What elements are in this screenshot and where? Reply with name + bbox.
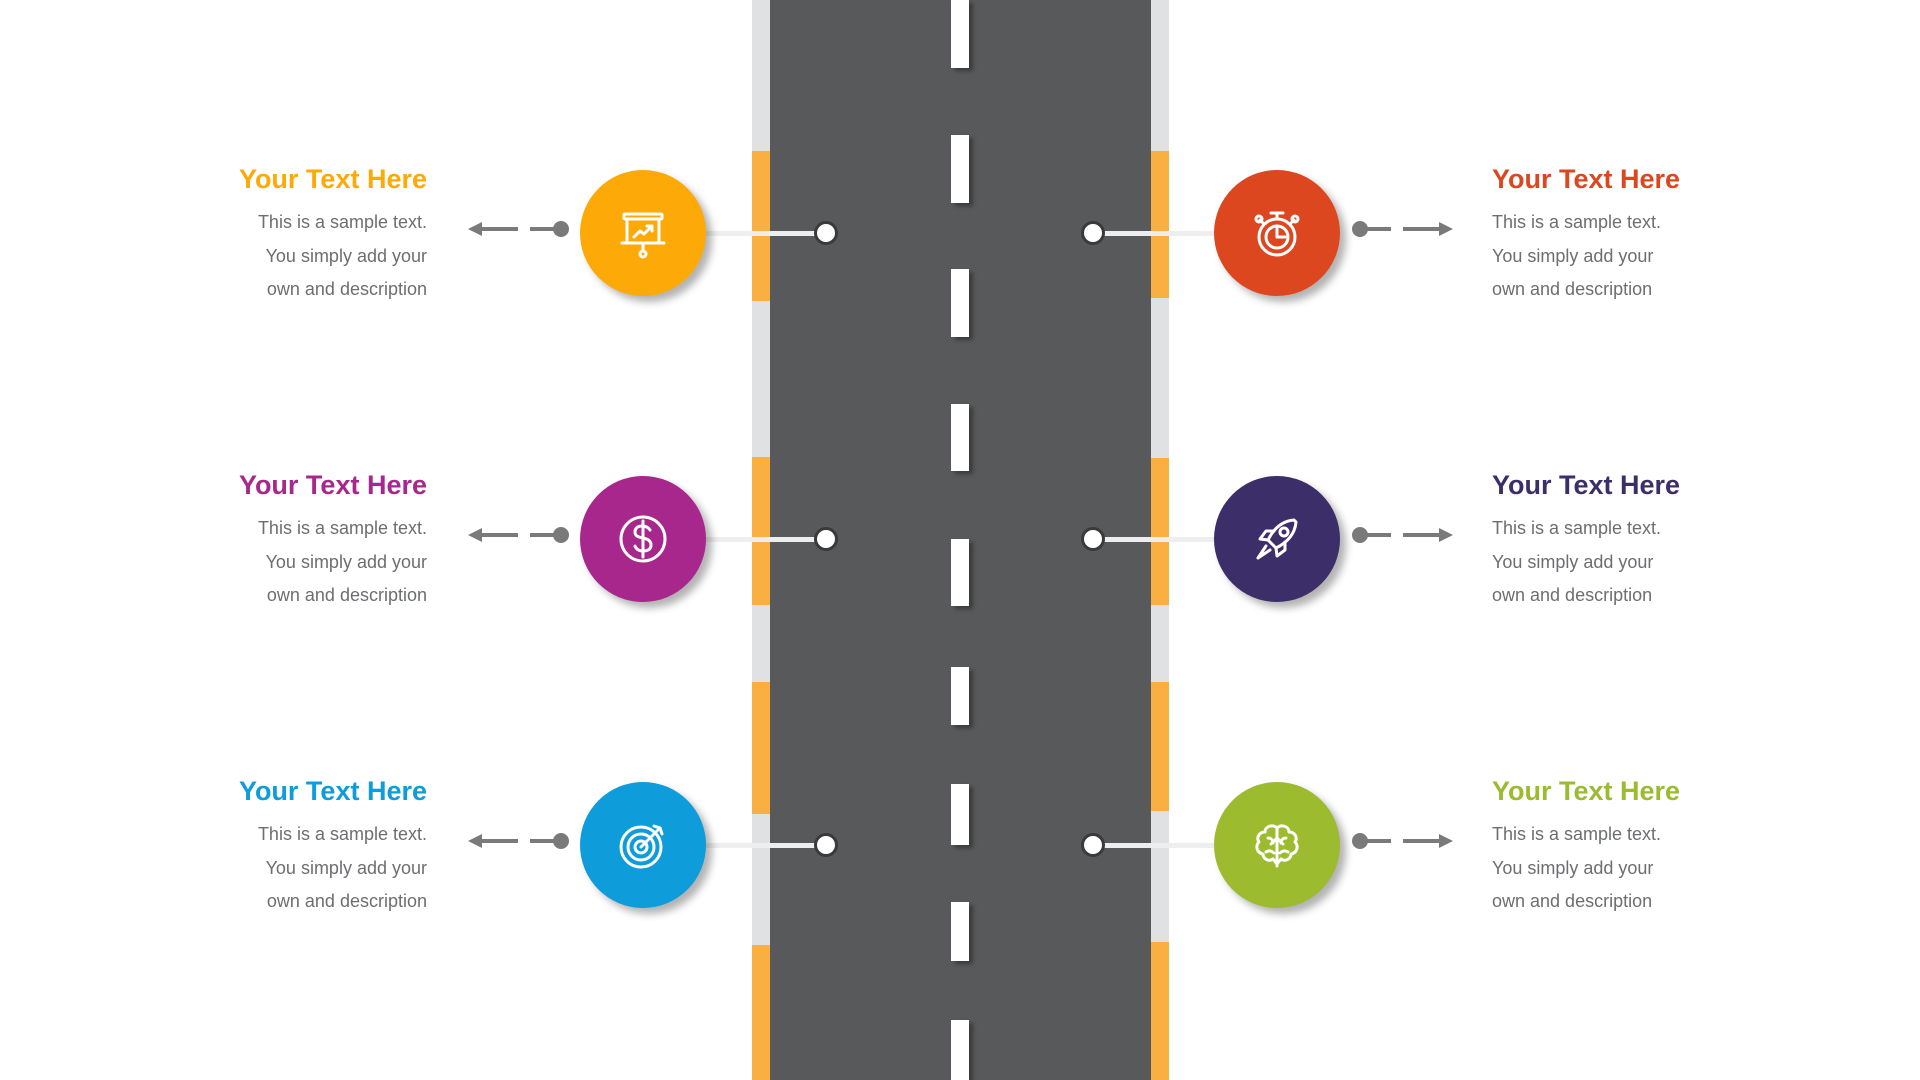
- lane-dash: [951, 135, 969, 203]
- icon-circle: [1214, 170, 1340, 296]
- shoulder-band: [752, 151, 770, 301]
- presentation-chart-icon: [620, 212, 666, 259]
- shoulder-band: [1151, 458, 1169, 605]
- item-description: This is a sample text. You simply add yo…: [258, 818, 427, 919]
- description-line: own and description: [1492, 585, 1653, 605]
- target-icon: [619, 824, 664, 869]
- arrow-left-icon: [468, 527, 569, 543]
- description-line: This is a sample text.: [257, 518, 427, 538]
- description-line: This is a sample text.: [1492, 518, 1662, 538]
- shoulder-band: [1151, 942, 1169, 1080]
- description-line: own and description: [266, 891, 427, 911]
- item-description: This is a sample text. You simply add yo…: [1492, 206, 1661, 307]
- arrow-right-icon: [1352, 833, 1453, 849]
- lane-dash: [951, 539, 969, 606]
- item-title: Your Text Here: [238, 164, 427, 194]
- description-line: This is a sample text.: [257, 824, 427, 844]
- arrow-right-icon: [1352, 527, 1453, 543]
- description-line: This is a sample text.: [1492, 824, 1662, 844]
- item-title: Your Text Here: [238, 776, 427, 806]
- description-line: You simply add your: [265, 245, 427, 266]
- brain-icon: [1255, 824, 1299, 868]
- icon-circle: [580, 782, 706, 908]
- icon-circle: [1214, 782, 1340, 908]
- description-line: own and description: [266, 585, 427, 605]
- description-line: This is a sample text.: [1492, 212, 1662, 232]
- item-title: Your Text Here: [238, 470, 427, 500]
- connector-line: [1093, 843, 1277, 848]
- arrow-right-icon: [1352, 221, 1453, 237]
- shoulder-band: [752, 457, 770, 605]
- description-line: You simply add your: [265, 551, 427, 572]
- connector-dot: [1081, 833, 1105, 857]
- connector-line: [1093, 537, 1277, 542]
- connector-line: [643, 537, 826, 542]
- dollar-icon: [619, 515, 667, 563]
- description-line: own and description: [1492, 279, 1653, 299]
- lane-dash: [951, 784, 969, 845]
- connector-dot: [814, 221, 838, 245]
- shoulder-band: [752, 945, 770, 1080]
- item-title: Your Text Here: [1492, 470, 1681, 500]
- description-line: own and description: [266, 279, 427, 299]
- connector-dot: [1081, 527, 1105, 551]
- shoulder-band: [1151, 682, 1169, 811]
- description-line: This is a sample text.: [257, 212, 427, 232]
- connector-dot: [814, 527, 838, 551]
- item-title: Your Text Here: [1492, 164, 1681, 194]
- icon-circle: [580, 170, 706, 296]
- lane-dash: [951, 269, 969, 337]
- description-line: You simply add your: [1492, 857, 1654, 878]
- description-line: own and description: [1492, 891, 1653, 911]
- description-line: You simply add your: [265, 857, 427, 878]
- icon-circle: [580, 476, 706, 602]
- item-description: This is a sample text. You simply add yo…: [258, 512, 427, 613]
- connector-line: [1093, 231, 1277, 236]
- arrow-left-icon: [468, 221, 569, 237]
- lane-dash: [951, 667, 969, 725]
- arrow-left-icon: [468, 833, 569, 849]
- lane-dash: [951, 404, 969, 471]
- connector-dot: [814, 833, 838, 857]
- item-title: Your Text Here: [1492, 776, 1681, 806]
- connector-line: [643, 843, 826, 848]
- shoulder-band: [1151, 151, 1169, 298]
- connector-line: [643, 231, 826, 236]
- connector-dot: [1081, 221, 1105, 245]
- stopwatch-icon: [1254, 211, 1300, 257]
- item-description: This is a sample text. You simply add yo…: [258, 206, 427, 307]
- lane-dash: [951, 902, 969, 961]
- description-line: You simply add your: [1492, 245, 1654, 266]
- rocket-icon: [1256, 518, 1298, 560]
- lane-dash: [951, 1020, 969, 1080]
- lane-dash: [951, 0, 969, 68]
- item-description: This is a sample text. You simply add yo…: [1492, 512, 1661, 613]
- shoulder-band: [752, 682, 770, 814]
- description-line: You simply add your: [1492, 551, 1654, 572]
- item-description: This is a sample text. You simply add yo…: [1492, 818, 1661, 919]
- icon-circle: [1214, 476, 1340, 602]
